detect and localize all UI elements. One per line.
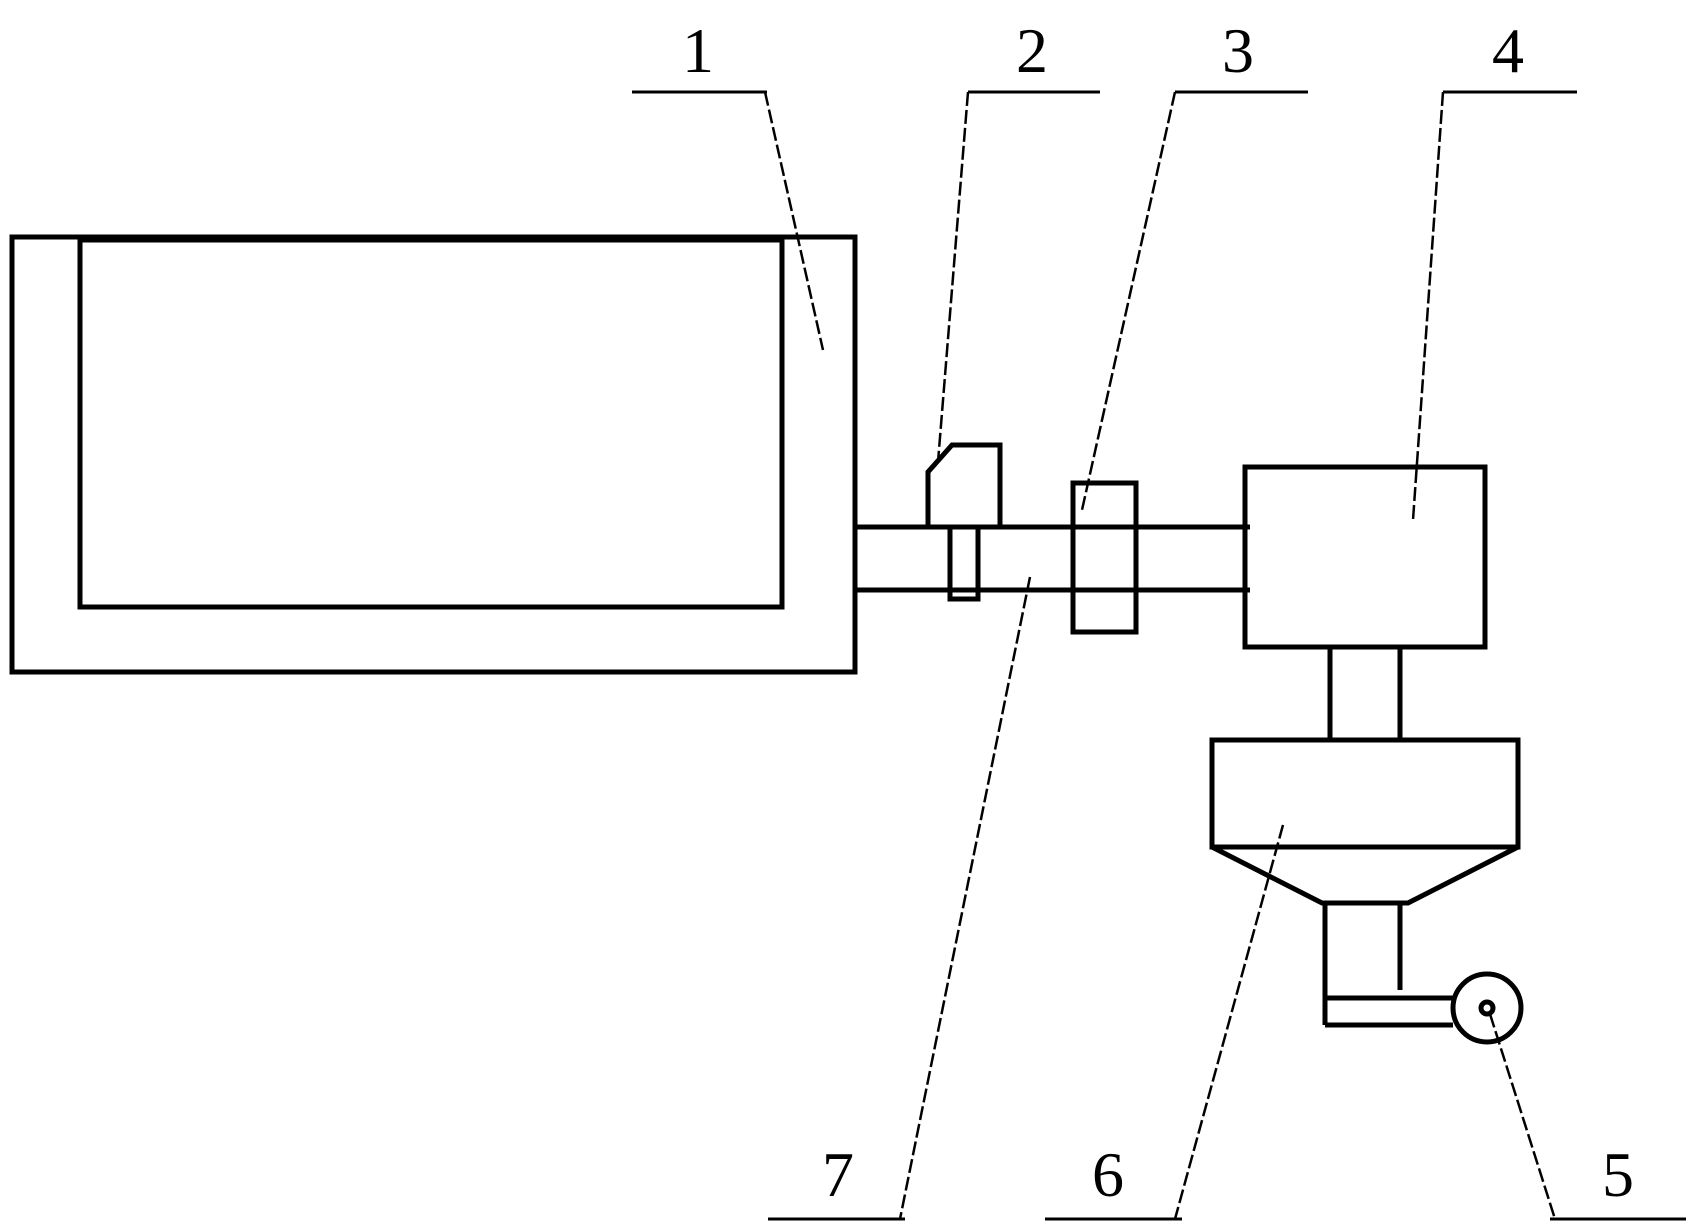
wheel-hub bbox=[1478, 999, 1496, 1017]
callout-labels: 1 2 3 4 7 6 5 bbox=[682, 15, 1634, 1210]
part-5-wheel bbox=[1322, 971, 1524, 1045]
wheel-outer bbox=[1450, 971, 1524, 1045]
leader-5 bbox=[1488, 1013, 1557, 1220]
leader-1 bbox=[763, 91, 825, 351]
callout-4: 4 bbox=[1492, 15, 1524, 86]
part-7-shaft bbox=[855, 524, 1250, 593]
part-2-clamp bbox=[925, 442, 1003, 602]
leader-7 bbox=[898, 576, 1032, 1220]
hopper-body bbox=[1209, 737, 1521, 850]
clamp-head bbox=[925, 442, 1003, 527]
callout-2: 2 bbox=[1016, 15, 1048, 86]
part-3-coupling bbox=[1070, 480, 1139, 635]
base-plate bbox=[1322, 995, 1453, 1028]
motor-box bbox=[1242, 464, 1488, 650]
leader-4 bbox=[1411, 91, 1445, 521]
housing-inner bbox=[77, 237, 785, 610]
housing-outer bbox=[9, 234, 858, 675]
callout-5: 5 bbox=[1602, 1139, 1634, 1210]
callout-3: 3 bbox=[1222, 15, 1254, 86]
clamp-stem bbox=[947, 524, 981, 602]
hopper-funnel bbox=[1210, 844, 1520, 906]
callout-1: 1 bbox=[682, 15, 714, 86]
part-4-motor bbox=[1242, 464, 1488, 740]
leader-lines bbox=[632, 90, 1686, 1221]
leader-3 bbox=[1080, 91, 1177, 511]
leader-2 bbox=[936, 91, 970, 463]
part-6-hopper bbox=[1209, 737, 1521, 1025]
part-1-housing bbox=[9, 234, 858, 675]
leader-6 bbox=[1173, 824, 1285, 1220]
callout-6: 6 bbox=[1092, 1139, 1124, 1210]
callout-7: 7 bbox=[822, 1139, 854, 1210]
